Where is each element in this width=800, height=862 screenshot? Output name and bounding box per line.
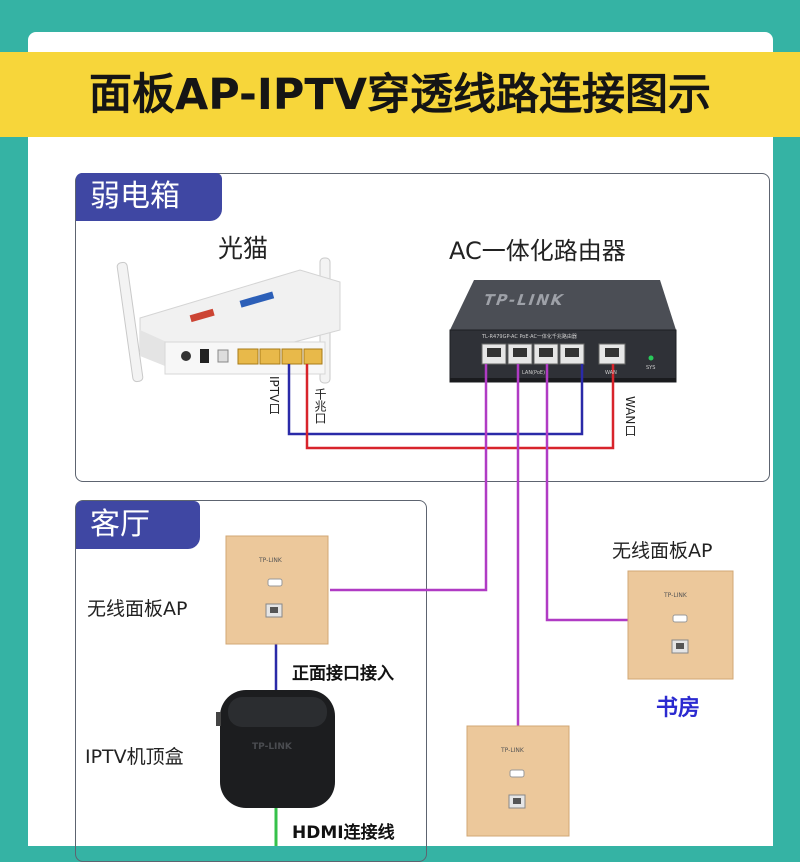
poe-wire-study bbox=[545, 364, 628, 622]
study-ap-label: 无线面板AP bbox=[612, 540, 713, 562]
iptv-port-label: IPTV口 bbox=[267, 376, 281, 415]
weak-box-section bbox=[75, 173, 770, 482]
study-panel-ap bbox=[627, 570, 734, 680]
living-ap-label: 无线面板AP bbox=[87, 598, 188, 620]
router-wan-label: WAN bbox=[605, 370, 617, 376]
wan-port-label: WAN口 bbox=[623, 396, 637, 437]
front-port-label: 正面接口接入 bbox=[292, 664, 394, 684]
weak-box-tag: 弱电箱 bbox=[76, 173, 222, 221]
gigabit-port-label: 千兆口 bbox=[313, 388, 327, 424]
bottom-panel-ap bbox=[466, 725, 570, 837]
ac-router bbox=[449, 280, 677, 383]
study-room-label: 书房 bbox=[656, 696, 701, 721]
banner-stripe bbox=[0, 52, 800, 137]
router-brand: TP-LINK bbox=[481, 291, 568, 309]
living-ap-brand: TP-LINK bbox=[259, 557, 282, 564]
router-model: TL-R479GP-AC PoE·AC一体化千兆路由器 bbox=[482, 334, 577, 340]
living-panel-ap bbox=[225, 535, 329, 645]
diagram-card bbox=[28, 32, 773, 846]
iptv-box-label: IPTV机顶盒 bbox=[85, 746, 184, 768]
bottom-ap-brand: TP-LINK bbox=[501, 747, 524, 754]
optical-modem bbox=[116, 257, 341, 384]
title-banner bbox=[0, 0, 800, 142]
router-lan-label: LAN(PoE) bbox=[522, 370, 546, 376]
poe-wire-living bbox=[330, 364, 488, 592]
iptv-set-top-box bbox=[216, 690, 335, 808]
iptv-wire bbox=[287, 364, 584, 436]
study-ap-brand: TP-LINK bbox=[664, 592, 687, 599]
hdmi-cable-label: HDMI连接线 bbox=[292, 823, 395, 843]
box-brand: TP-LINK bbox=[252, 742, 292, 752]
router-label: AC一体化路由器 bbox=[449, 237, 626, 265]
router-sys-label: SYS bbox=[646, 365, 656, 371]
wan-wire bbox=[305, 364, 615, 450]
living-room-tag: 客厅 bbox=[76, 501, 200, 549]
page-title: 面板AP-IPTV穿透线路连接图示 bbox=[88, 70, 711, 120]
modem-label: 光猫 bbox=[218, 234, 269, 263]
